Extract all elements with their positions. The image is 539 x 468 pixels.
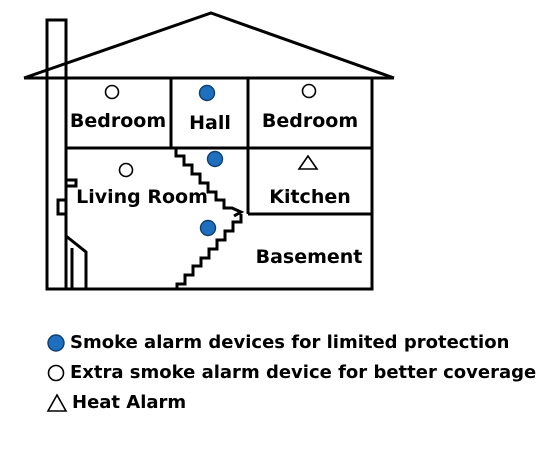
room-label-bedroom-left: Bedroom (70, 110, 166, 132)
staircase-lower (175, 214, 243, 289)
legend-label-smoke: Smoke alarm devices for limited protecti… (70, 332, 510, 353)
smoke-alarm-stairs-bottom (199, 219, 217, 237)
filled-circle-icon (47, 333, 65, 352)
house-walls (45, 76, 374, 291)
legend-row-extra: Extra smoke alarm device for better cove… (46, 359, 536, 386)
legend-label-heat: Heat Alarm (72, 392, 187, 413)
room-label-kitchen: Kitchen (269, 186, 351, 208)
extra-alarm-bedroom-left (104, 84, 120, 100)
roof-outline (23, 11, 395, 80)
legend: Smoke alarm devices for limited protecti… (46, 329, 536, 419)
legend-row-smoke: Smoke alarm devices for limited protecti… (46, 329, 536, 356)
heat-alarm-kitchen (297, 154, 319, 170)
fireplace-upper (56, 178, 78, 216)
room-label-hall: Hall (189, 112, 231, 134)
smoke-alarm-hall (198, 84, 216, 102)
fireplace-lower (65, 234, 88, 289)
extra-alarm-bedroom-right (301, 83, 317, 99)
house-diagram: Bedroom Hall Bedroom Living Room Kitchen… (23, 11, 395, 291)
legend-row-heat: Heat Alarm (46, 389, 536, 416)
room-label-bedroom-right: Bedroom (262, 110, 358, 132)
staircase-upper (174, 148, 245, 218)
triangle-icon (46, 392, 68, 412)
smoke-alarm-stairs-top (206, 150, 224, 168)
room-label-living-room: Living Room (76, 186, 208, 208)
room-label-basement: Basement (256, 246, 363, 268)
chimney (45, 18, 68, 78)
legend-label-extra: Extra smoke alarm device for better cove… (70, 362, 537, 383)
open-circle-icon (47, 364, 65, 381)
extra-alarm-living-room (118, 162, 134, 178)
